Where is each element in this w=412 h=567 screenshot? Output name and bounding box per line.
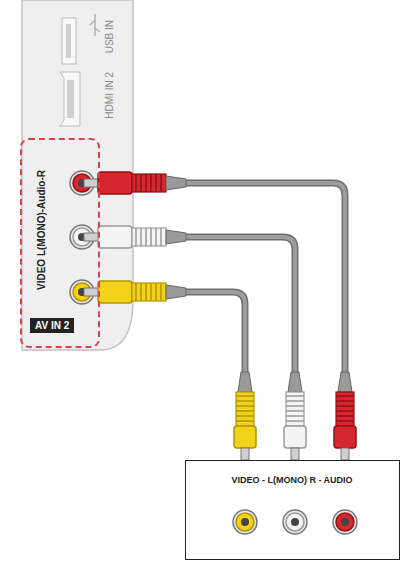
port-label: HDMI IN 2 [104, 72, 115, 119]
usb-port [62, 18, 76, 64]
rca-plug [234, 372, 256, 460]
hdmi-port [60, 72, 80, 126]
device-jack [333, 510, 357, 534]
av-cable [100, 183, 345, 460]
rca-plug [284, 372, 306, 460]
device-jack [283, 510, 307, 534]
external-device: VIDEO - L(MONO) R - AUDIO [185, 460, 400, 560]
device-jack [233, 510, 257, 534]
tv-panel-area: USB IN HDMI IN 2 VIDEO L(MONO)-Audio-R AV I… [22, 0, 133, 350]
port-label: USB IN [104, 20, 115, 53]
jack-label: VIDEO L(MONO)-Audio-R [36, 170, 47, 290]
group-label: AV IN 2 [30, 318, 74, 333]
rca-plug [334, 372, 356, 460]
jack-label: VIDEO - L(MONO) R - AUDIO [231, 475, 352, 485]
usb-icon [90, 14, 100, 36]
av-input-group: VIDEO L(MONO)-Audio-R AV IN 2 [20, 138, 100, 348]
tv-panel [22, 0, 133, 350]
